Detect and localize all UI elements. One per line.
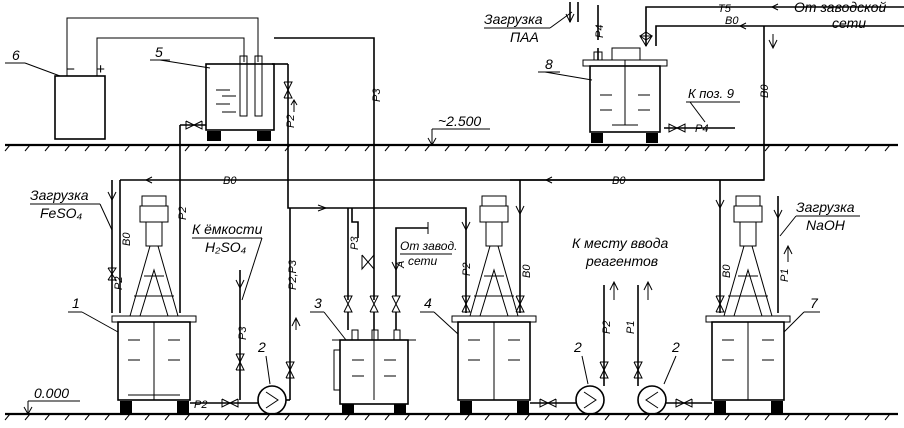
- pipe-b0-right: В0: [612, 175, 626, 187]
- label-1: 1: [72, 295, 80, 311]
- label-4: 4: [424, 295, 432, 311]
- elevation-mark-bottom: 0.000: [23, 385, 80, 416]
- from-plant-line2: сети: [832, 15, 866, 31]
- pipe-p3-mid: Р3: [349, 236, 361, 250]
- pipe-p1-reagent: Р1: [625, 321, 637, 334]
- plant-network-inlet: Т5 В0 От заводской сети В0: [510, 0, 904, 181]
- label-8: 8: [545, 56, 553, 72]
- pipe-b0-left: В0: [223, 175, 237, 187]
- pipe-a: А: [395, 261, 407, 269]
- svg-text:ПАА: ПАА: [510, 29, 539, 45]
- load-paa-label: Загрузка ПАА: [484, 2, 579, 45]
- pipe-b0-vertical: В0: [759, 84, 771, 98]
- pipe-b0-eq7: В0: [721, 264, 733, 278]
- to-pos9: Р4 К поз. 9: [664, 86, 740, 135]
- to-h2so4-tank: К ёмкости H₂SO₄ Р3: [192, 221, 263, 400]
- reactor-1: 1: [68, 195, 197, 413]
- pipe-b0-eq4: В0: [521, 264, 533, 278]
- to-reagent-line1: К месту ввода: [572, 235, 668, 251]
- pump-2-left: Р2,Р3 2: [257, 208, 301, 415]
- svg-text:сети: сети: [408, 254, 438, 268]
- pipe-p1-eq7: Р1: [779, 269, 791, 282]
- upper-floor-line: [4, 143, 898, 152]
- from-plant-line1: От заводской: [794, 0, 886, 15]
- load-feso4-label: Загрузка FeSO₄ Р2: [30, 180, 125, 313]
- load-naoh-label: Загрузка NaOH Р1: [773, 196, 860, 313]
- tank-3: 3: [310, 295, 416, 414]
- pipe-p2-eq4: Р2: [461, 263, 473, 276]
- svg-text:Загрузка: Загрузка: [30, 187, 89, 203]
- svg-text:H₂SO₄: H₂SO₄: [205, 239, 247, 255]
- minus-label: −: [66, 61, 75, 78]
- label-6: 6: [12, 47, 20, 63]
- pipe-p2-vertical-left: Р2: [177, 207, 189, 220]
- label-7: 7: [810, 295, 819, 311]
- pipe-p4-top: Р4: [594, 25, 606, 38]
- svg-text:FeSO₄: FeSO₄: [40, 205, 83, 221]
- pipe-p4-right: Р4: [695, 123, 708, 135]
- reactor-4: 4: [420, 195, 537, 413]
- lower-floor-line: [4, 412, 898, 421]
- svg-text:К ёмкости: К ёмкости: [192, 221, 263, 237]
- elevation-top-label: ~2.500: [438, 113, 481, 129]
- electrolyser-5: 5: [150, 44, 275, 141]
- pump-2-right: Р1 2: [625, 280, 680, 415]
- elevation-bottom-label: 0.000: [34, 385, 69, 401]
- label-2-right: 2: [671, 339, 680, 355]
- svg-text:Загрузка: Загрузка: [796, 199, 855, 215]
- power-source-6: − + 6: [5, 47, 106, 140]
- pipe-b0-eq1: В0: [121, 232, 133, 246]
- to-pos9-label: К поз. 9: [688, 86, 734, 101]
- label-3: 3: [314, 295, 322, 311]
- pipe-b0-top: В0: [725, 15, 739, 27]
- to-reagent-line2: реагентов: [585, 253, 658, 269]
- plus-label: +: [96, 61, 105, 78]
- pipe-p2p3: Р2,Р3: [287, 259, 299, 290]
- pipe-p2-reagent: Р2: [601, 321, 613, 334]
- pipe-p2-eq1: Р2: [113, 277, 125, 290]
- svg-text:Загрузка: Загрузка: [484, 11, 543, 27]
- svg-text:NaOH: NaOH: [806, 217, 846, 233]
- tank-8: 8 Р4: [538, 5, 668, 143]
- pipe-t5: Т5: [718, 3, 732, 15]
- label-2-middle: 2: [573, 339, 582, 355]
- pipe-p2-upper: Р2: [285, 115, 297, 128]
- svg-text:От завод.: От завод.: [400, 239, 457, 253]
- from-plant-to-3: А От завод. сети: [391, 222, 457, 296]
- pipe-p3-upper: Р3: [371, 88, 383, 102]
- label-2-left: 2: [257, 339, 266, 355]
- pipe-p2-bottom: Р2: [194, 399, 207, 411]
- elevation-mark-top: ~2.500: [427, 113, 490, 147]
- label-5: 5: [155, 44, 163, 60]
- pipe-p3-pump: Р3: [237, 326, 249, 340]
- reactor-7: 7: [705, 195, 820, 413]
- pump-2-middle: Р2 2: [573, 280, 619, 415]
